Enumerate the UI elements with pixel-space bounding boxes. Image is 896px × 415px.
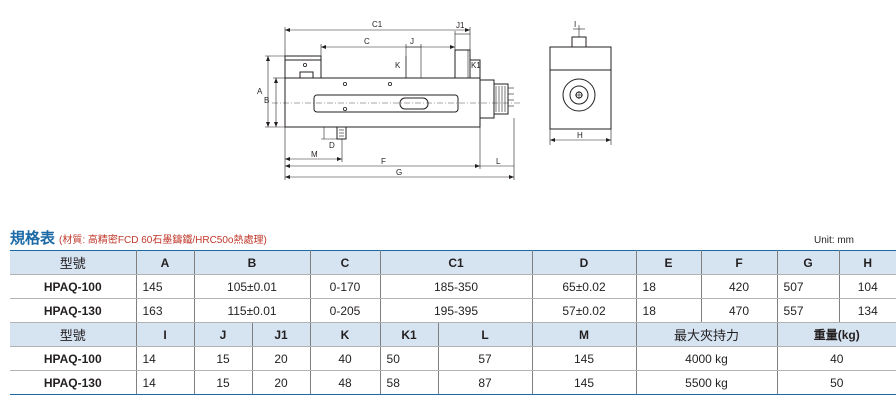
dim-label-d: D bbox=[329, 141, 335, 150]
vise-technical-drawing: C1 C J1 J K K1 A B D M F L G H I bbox=[257, 20, 612, 180]
header-h: H bbox=[839, 250, 896, 275]
header-model: 型號 bbox=[10, 250, 137, 275]
cell-e: 18 bbox=[636, 274, 702, 299]
spec-table: 型號 A B C C1 D E F G H HPAQ-100 145 105±0… bbox=[10, 250, 896, 395]
table-row: HPAQ-100 145 105±0.01 0-170 185-350 65±0… bbox=[10, 274, 896, 299]
header-c: C bbox=[310, 250, 381, 275]
side-view-handle bbox=[571, 36, 587, 48]
dim-label-b: B bbox=[264, 96, 269, 105]
dim-label-j: J bbox=[410, 37, 414, 46]
body-slot bbox=[313, 94, 459, 113]
cell-i: 14 bbox=[136, 370, 195, 395]
unit-label: Unit: mm bbox=[814, 235, 854, 246]
table-row: HPAQ-100 14 15 20 40 50 57 145 4000 kg 4… bbox=[10, 346, 896, 371]
cell-k: 40 bbox=[310, 346, 381, 371]
cell-c: 0-205 bbox=[310, 298, 381, 323]
cell-c: 0-170 bbox=[310, 274, 381, 299]
cell-j: 15 bbox=[194, 346, 253, 371]
cell-k1: 50 bbox=[380, 346, 439, 371]
cell-a: 145 bbox=[136, 274, 195, 299]
cell-g: 507 bbox=[777, 274, 840, 299]
slot-window bbox=[399, 97, 429, 110]
spec-title-main: 規格表 bbox=[10, 230, 56, 247]
cell-f: 420 bbox=[701, 274, 778, 299]
header-e: E bbox=[636, 250, 702, 275]
cell-max-clamp-force: 5500 kg bbox=[636, 370, 778, 395]
knob bbox=[493, 83, 509, 115]
spec-title: 規格表(材質: 高精密FCD 60石墨鑄鐵/HRC50o熱處理) bbox=[10, 227, 267, 248]
cell-e: 18 bbox=[636, 298, 702, 323]
header-k1: K1 bbox=[380, 322, 439, 347]
dim-label-l: L bbox=[496, 157, 501, 166]
table-row: HPAQ-130 14 15 20 48 58 87 145 5500 kg 5… bbox=[10, 370, 896, 395]
header-m: M bbox=[532, 322, 637, 347]
header-g: G bbox=[777, 250, 840, 275]
table-row: HPAQ-130 163 115±0.01 0-205 195-395 57±0… bbox=[10, 298, 896, 323]
knob-housing bbox=[479, 79, 495, 119]
cell-f: 470 bbox=[701, 298, 778, 323]
dim-label-j1: J1 bbox=[456, 21, 465, 30]
header-k: K bbox=[310, 322, 381, 347]
dim-label-k1: K1 bbox=[471, 61, 481, 70]
table2-header-row: 型號 I J J1 K K1 L M 最大夾持力 重量(kg) bbox=[10, 322, 896, 347]
cell-d: 65±0.02 bbox=[532, 274, 637, 299]
header-weight: 重量(kg) bbox=[777, 322, 896, 347]
header-f: F bbox=[701, 250, 778, 275]
header-j: J bbox=[194, 322, 253, 347]
cell-d: 57±0.02 bbox=[532, 298, 637, 323]
header-j1: J1 bbox=[252, 322, 311, 347]
cell-b: 115±0.01 bbox=[194, 298, 311, 323]
header-i: I bbox=[136, 322, 195, 347]
cell-model: HPAQ-130 bbox=[10, 370, 137, 395]
dim-label-c: C bbox=[364, 37, 370, 46]
dim-label-a: A bbox=[257, 87, 263, 96]
dim-label-k: K bbox=[395, 61, 401, 70]
dim-label-i: I bbox=[574, 20, 576, 29]
jaw-plate bbox=[469, 59, 481, 79]
cell-l: 87 bbox=[438, 370, 533, 395]
cell-h: 134 bbox=[839, 298, 896, 323]
cell-b: 105±0.01 bbox=[194, 274, 311, 299]
table1-header-row: 型號 A B C C1 D E F G H bbox=[10, 250, 896, 275]
spec-title-material: (材質: 高精密FCD 60石墨鑄鐵/HRC50o熱處理) bbox=[59, 235, 267, 246]
cell-j: 15 bbox=[194, 370, 253, 395]
dim-label-m: M bbox=[311, 150, 318, 159]
dim-label-c1: C1 bbox=[372, 20, 383, 29]
cell-m: 145 bbox=[532, 346, 637, 371]
cell-h: 104 bbox=[839, 274, 896, 299]
header-model: 型號 bbox=[10, 322, 137, 347]
side-view-body bbox=[549, 46, 612, 130]
header-a: A bbox=[136, 250, 195, 275]
dim-label-g: G bbox=[396, 168, 402, 177]
cell-i: 14 bbox=[136, 346, 195, 371]
cell-j1: 20 bbox=[252, 370, 311, 395]
jaw-step bbox=[299, 71, 314, 79]
dim-label-f: F bbox=[381, 157, 386, 166]
cell-weight: 40 bbox=[777, 346, 896, 371]
header-c1: C1 bbox=[380, 250, 533, 275]
cell-a: 163 bbox=[136, 298, 195, 323]
header-d: D bbox=[532, 250, 637, 275]
cell-model: HPAQ-130 bbox=[10, 298, 137, 323]
header-l: L bbox=[438, 322, 533, 347]
header-max-clamp-force: 最大夾持力 bbox=[636, 322, 778, 347]
cell-g: 557 bbox=[777, 298, 840, 323]
cell-model: HPAQ-100 bbox=[10, 274, 137, 299]
cell-m: 145 bbox=[532, 370, 637, 395]
cell-j1: 20 bbox=[252, 346, 311, 371]
side-view-bore bbox=[562, 78, 596, 112]
header-b: B bbox=[194, 250, 311, 275]
fixed-jaw bbox=[284, 55, 322, 79]
cell-k1: 58 bbox=[380, 370, 439, 395]
cell-c1: 185-350 bbox=[380, 274, 533, 299]
cell-k: 48 bbox=[310, 370, 381, 395]
dim-label-h: H bbox=[577, 131, 583, 140]
cell-l: 57 bbox=[438, 346, 533, 371]
cell-model: HPAQ-100 bbox=[10, 346, 137, 371]
cell-max-clamp-force: 4000 kg bbox=[636, 346, 778, 371]
cell-weight: 50 bbox=[777, 370, 896, 395]
cell-c1: 195-395 bbox=[380, 298, 533, 323]
